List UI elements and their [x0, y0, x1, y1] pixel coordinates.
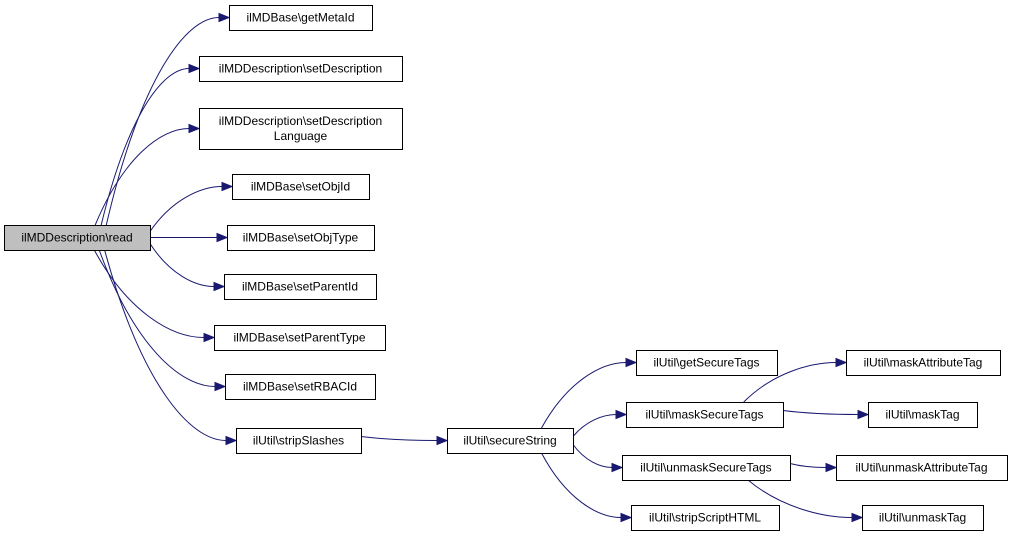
node-label: ilUtil\secureString — [463, 434, 556, 448]
node-box — [622, 455, 791, 481]
node-box — [626, 402, 784, 428]
edge-secure-string-to-get-secure-tags — [541, 362, 627, 429]
edge-secure-string-to-mask-secure-tags — [572, 414, 617, 437]
edge-unmask-secure-tags-to-unmask-tag — [747, 479, 853, 518]
node-label: ilUtil\maskAttributeTag — [864, 356, 983, 370]
node-box — [636, 350, 778, 376]
arrowhead — [225, 435, 238, 446]
arrowhead — [825, 462, 838, 473]
node-label: ilUtil\unmaskSecureTags — [640, 461, 771, 475]
node-label: ilUtil\stripScriptHTML — [649, 511, 761, 525]
edge-read-to-set-parent-id — [149, 243, 215, 287]
arrowhead — [221, 181, 234, 192]
node-label: ilUtil\unmaskTag — [879, 511, 966, 525]
node-label: Language — [274, 129, 328, 143]
node-label: ilMDDescription\setDescription — [219, 114, 382, 128]
node-set-parent-type[interactable]: ilMDBase\setParentType — [214, 325, 386, 351]
arrowhead — [851, 512, 864, 523]
node-mask-attribute-tag[interactable]: ilUtil\maskAttributeTag — [846, 350, 1001, 376]
node-box — [836, 455, 1008, 481]
nodes-layer: ilMDDescription\read ilMDBase\getMetaId il… — [4, 5, 1008, 531]
node-set-rbacid[interactable]: ilMDBase\setRBACId — [225, 374, 376, 400]
node-box — [227, 225, 375, 251]
node-label: ilMDBase\setParentType — [233, 331, 365, 345]
edge-read-to-strip-slashes — [104, 249, 227, 441]
node-label: ilMDBase\getMetaId — [246, 11, 354, 25]
edge-secure-string-to-unmask-secure-tags — [572, 444, 613, 468]
node-read[interactable]: ilMDDescription\read — [4, 225, 151, 251]
node-secure-string[interactable]: ilUtil\secureString — [447, 428, 574, 454]
edge-mask-secure-tags-to-mask-attribute-tag — [743, 362, 837, 403]
arrowhead — [214, 381, 227, 392]
node-unmask-attribute-tag[interactable]: ilUtil\unmaskAttributeTag — [836, 455, 1008, 481]
arrowhead — [436, 435, 449, 446]
node-box — [846, 350, 1001, 376]
node-label: ilMDDescription\setDescription — [219, 62, 382, 76]
arrowhead — [620, 512, 633, 523]
node-box — [232, 174, 370, 200]
node-box — [862, 505, 984, 531]
arrowhead — [213, 281, 226, 292]
node-box — [225, 374, 376, 400]
node-label: ilUtil\getSecureTags — [653, 356, 759, 370]
node-set-description[interactable]: ilMDDescription\setDescription — [199, 56, 403, 82]
node-mask-secure-tags[interactable]: ilUtil\maskSecureTags — [626, 402, 784, 428]
node-unmask-secure-tags[interactable]: ilUtil\unmaskSecureTags — [622, 455, 791, 481]
node-label: ilUtil\stripSlashes — [253, 434, 344, 448]
node-set-obj-type[interactable]: ilMDBase\setObjType — [227, 225, 375, 251]
node-label: ilMDBase\setRBACId — [243, 380, 357, 394]
node-get-secure-tags[interactable]: ilUtil\getSecureTags — [636, 350, 778, 376]
edge-read-to-set-parent-type — [93, 249, 205, 338]
arrowhead — [625, 357, 638, 368]
node-box — [224, 274, 377, 300]
node-box — [229, 5, 373, 31]
node-set-obj-id[interactable]: ilMDBase\setObjId — [232, 174, 370, 200]
arrowhead — [188, 63, 201, 74]
arrowhead — [615, 409, 628, 420]
node-box — [447, 428, 574, 454]
node-box — [4, 225, 151, 251]
node-box — [199, 108, 403, 150]
node-label: ilMDBase\setObjType — [243, 231, 359, 245]
node-box — [236, 428, 362, 454]
edge-read-to-set-obj-id — [149, 186, 223, 232]
edge-mask-secure-tags-to-mask-tag — [782, 410, 859, 415]
node-box — [868, 402, 978, 428]
node-label: ilUtil\unmaskAttributeTag — [855, 461, 987, 475]
edge-read-to-set-description — [100, 68, 190, 226]
arrowhead — [611, 462, 624, 473]
node-strip-script-html[interactable]: ilUtil\stripScriptHTML — [631, 505, 780, 531]
arrowhead — [216, 232, 229, 243]
arrowhead — [835, 357, 848, 368]
node-label: ilMDBase\setObjId — [251, 180, 350, 194]
edge-unmask-secure-tags-to-unmask-attribute-tag — [789, 463, 827, 468]
arrowhead — [857, 409, 870, 420]
node-label: ilUtil\maskTag — [885, 408, 959, 422]
edges-layer — [93, 12, 870, 523]
node-label: ilUtil\maskSecureTags — [645, 408, 763, 422]
node-box — [631, 505, 780, 531]
node-label: ilMDDescription\read — [21, 231, 132, 245]
arrowhead — [218, 12, 231, 23]
arrowhead — [203, 332, 216, 343]
edge-read-to-set-rbacid — [98, 249, 216, 387]
node-mask-tag[interactable]: ilUtil\maskTag — [868, 402, 978, 428]
edge-read-to-set-description-language — [94, 128, 190, 226]
edge-secure-string-to-strip-script-html — [541, 452, 622, 518]
edge-strip-slashes-to-secure-string — [360, 436, 438, 441]
node-box — [199, 56, 403, 82]
node-label: ilMDBase\setParentId — [242, 280, 358, 294]
node-unmask-tag[interactable]: ilUtil\unmaskTag — [862, 505, 984, 531]
edge-read-to-get-meta-id — [105, 17, 220, 226]
node-set-parent-id[interactable]: ilMDBase\setParentId — [224, 274, 377, 300]
node-strip-slashes[interactable]: ilUtil\stripSlashes — [236, 428, 362, 454]
arrowhead — [188, 123, 201, 134]
node-get-meta-id[interactable]: ilMDBase\getMetaId — [229, 5, 373, 31]
node-box — [214, 325, 386, 351]
